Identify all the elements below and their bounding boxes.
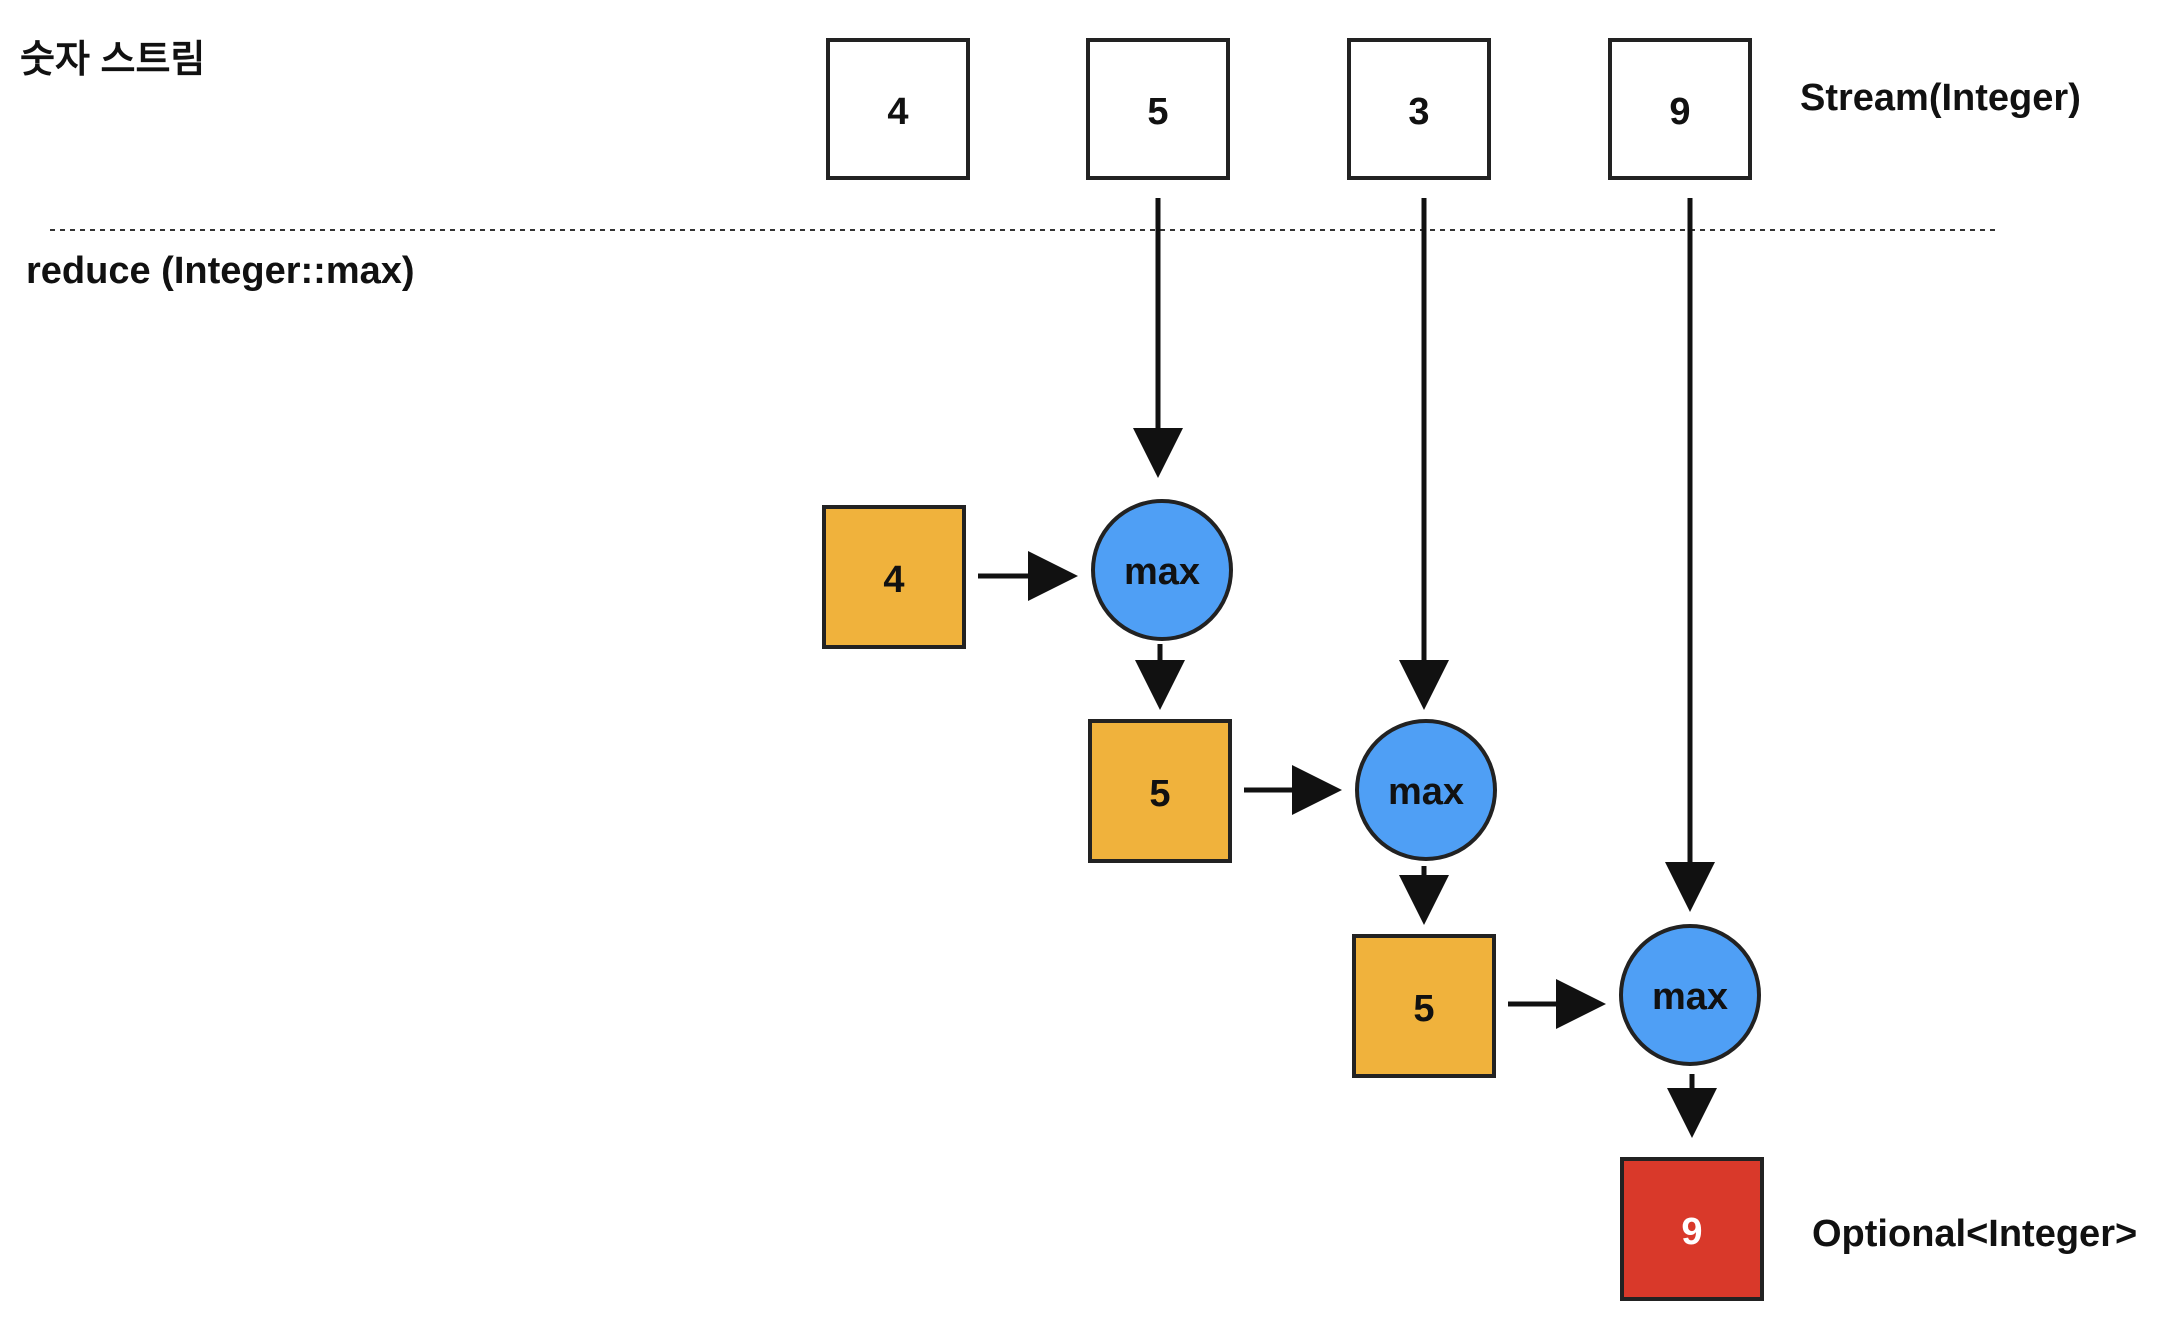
operator-circle [1091,499,1233,641]
result-box-shape [1620,1157,1764,1301]
stream-item-value: 5 [1147,91,1168,133]
accumulator-box-shape [1088,719,1232,863]
stream-item-box [1086,38,1230,180]
accumulator-value: 4 [883,559,904,601]
stream-item: 5 [1086,38,1230,180]
stream-item-box [1347,38,1491,180]
accumulator-box-shape [822,505,966,649]
operator-label: max [1652,976,1728,1018]
operator-label: max [1124,551,1200,593]
accumulator-box-shape [1352,934,1496,1078]
operator-circle [1619,924,1761,1066]
stream-item: 9 [1608,38,1752,180]
accumulator-box: 5 [1088,719,1232,863]
operator-circle [1355,719,1497,861]
stream-item: 4 [826,38,970,180]
result-box: 9 [1620,1157,1764,1301]
title-label: 숫자 스트림 [20,39,205,81]
accumulator-box: 4 [822,505,966,649]
stream-item-value: 3 [1408,91,1429,133]
accumulator-value: 5 [1413,988,1434,1030]
accumulator-box: 5 [1352,934,1496,1078]
stream-type-label: Stream(Integer) [1800,77,2081,119]
operation-label: reduce (Integer::max) [26,250,415,292]
result-value: 9 [1681,1211,1702,1253]
max-operator: max [1091,499,1233,641]
accumulator-value: 5 [1149,773,1170,815]
result-type-label: Optional<Integer> [1812,1213,2137,1255]
max-operator: max [1619,924,1761,1066]
operator-label: max [1388,771,1464,813]
stream-item-box [1608,38,1752,180]
stream-item-box [826,38,970,180]
stream-item-value: 9 [1669,91,1690,133]
stream-item: 3 [1347,38,1491,180]
max-operator: max [1355,719,1497,861]
stream-item-value: 4 [887,91,908,133]
